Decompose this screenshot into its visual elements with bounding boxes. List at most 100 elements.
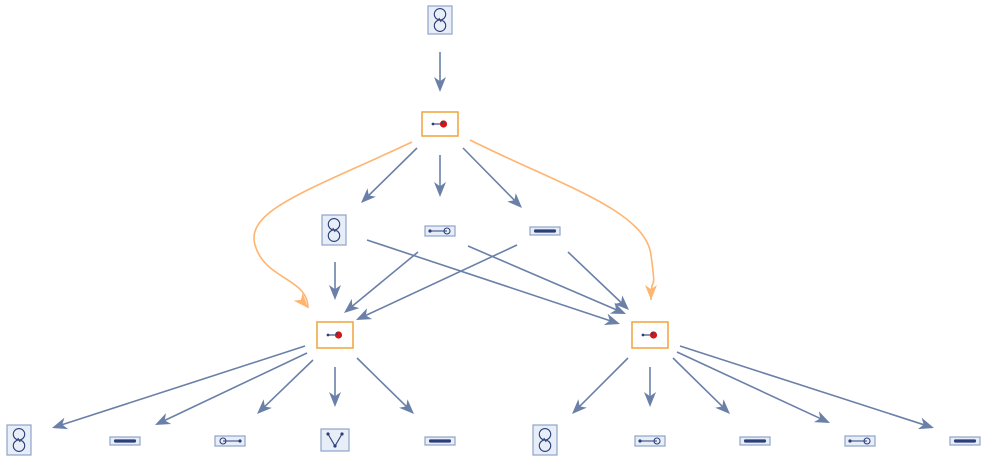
arrowhead-icon [507,193,522,208]
edge-pr-r1 [572,357,629,414]
edge-m1-pr [366,239,620,325]
product-vertex [439,120,448,128]
arrowhead-icon [613,295,629,310]
multi-edge-bar [744,439,766,443]
product-icon [326,331,343,339]
vertex-dot [650,332,654,335]
edge-pl-l4 [329,367,341,407]
self-loop [443,227,451,235]
multi-edge-bar [534,229,556,233]
edge-line [356,357,408,408]
edge-pl-l2 [155,352,308,425]
arrowhead-icon [52,417,69,430]
edge-loop-icon [638,437,661,445]
node-r3[interactable] [739,436,771,446]
arrowhead-icon [399,399,414,414]
edge-p1-pr [469,139,657,301]
arrowhead-icon [603,313,620,325]
arrowhead-icon [609,302,626,314]
thick-bar-icon [954,439,976,443]
vertex-dot [428,229,432,233]
node-frame [320,428,350,452]
arrowhead-icon [813,411,830,423]
node-r1[interactable] [532,424,558,456]
node-m1[interactable] [321,214,347,246]
node-r2[interactable] [634,435,666,447]
edge-line [366,239,611,322]
node-r5[interactable] [949,436,981,446]
edge-line [367,147,418,197]
multi-edge-bar [429,439,451,443]
loop-joint [17,437,21,443]
loop-joint [543,437,547,443]
vertex-dot [848,439,852,443]
vertex-dot [333,444,337,448]
edge-line [364,244,518,317]
edge-pr-r3 [672,357,730,414]
edge-line [679,345,925,426]
vertex-dot [340,432,344,436]
edge-line [676,351,822,420]
edge-line [578,357,629,408]
edge-m1-pl [329,262,341,300]
double-loop-icon [538,428,552,452]
node-m3[interactable] [529,226,561,236]
arrowhead-icon [572,399,587,414]
arrowhead-icon [361,188,376,203]
edge-line [672,357,724,408]
edge-m3-pr [567,251,629,310]
arrowhead-icon [155,413,172,425]
vertex-dot [641,333,645,337]
node-l3[interactable] [214,435,246,447]
vertex-dot [335,332,339,335]
edge-pr-r5 [679,345,934,430]
arrowhead-icon [434,77,446,92]
thick-bar-icon [114,439,136,443]
self-loop [219,437,227,445]
edges-layer [52,52,934,430]
edge-p1-m2 [434,155,446,197]
edge-p1-m1 [361,147,418,203]
arrowhead-icon [917,417,934,430]
double-loop-icon [12,428,26,452]
thick-bar-icon [744,439,766,443]
multi-edge-bar [954,439,976,443]
vee-icon [326,432,344,448]
edge-p1-pl [253,141,413,309]
node-pr[interactable] [631,321,669,349]
node-pl[interactable] [316,321,354,349]
node-l5[interactable] [424,436,456,446]
node-top[interactable] [427,5,453,35]
arrowhead-icon [257,399,272,414]
loop-joint [438,17,442,23]
edge-m3-pl [356,244,518,320]
arrowhead-icon [344,298,360,313]
edge-line [351,251,419,308]
node-m2[interactable] [424,225,456,237]
arrowhead-icon [434,182,446,197]
edge-pl-l3 [257,359,314,414]
arrowhead-icon [329,285,341,300]
edge-line [253,141,413,309]
edge-line [469,139,655,301]
thick-bar-icon [534,229,556,233]
arrowhead-icon [356,308,373,320]
node-p1[interactable] [421,111,459,137]
self-loop [653,437,661,445]
double-loop-icon [327,218,341,242]
edge-pl-l5 [356,357,414,414]
vertex-dot [238,439,242,443]
edge-line [163,352,308,422]
vertex-dot [326,432,330,436]
node-l4[interactable] [320,428,350,452]
vertex-dot [440,121,444,124]
node-l2[interactable] [109,436,141,446]
edge-pl-l1 [52,345,306,430]
arrowhead-icon [645,285,657,300]
arrowhead-icon [715,399,730,414]
node-l1[interactable] [6,424,32,456]
edge-top-p1 [434,52,446,92]
node-r4[interactable] [844,435,876,447]
self-loop [863,437,871,445]
product-vertex [334,331,343,339]
